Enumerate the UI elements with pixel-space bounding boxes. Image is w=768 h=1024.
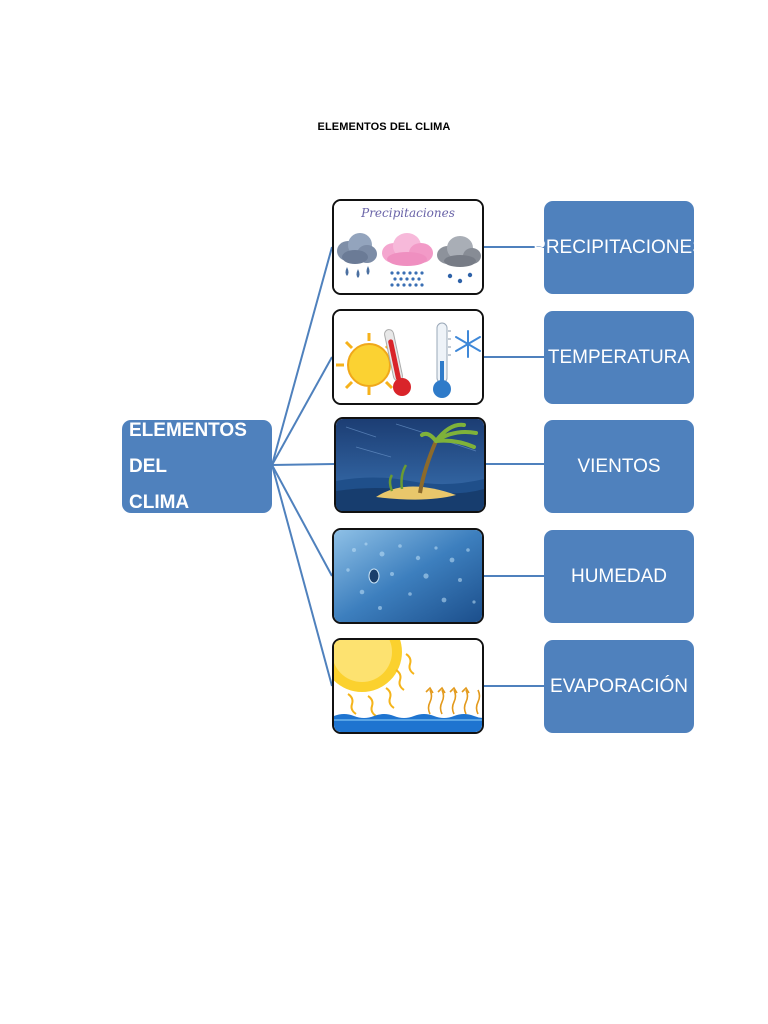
sun-icon: [336, 333, 400, 395]
main-concept-box: ELEMENTOS DEL CLIMA: [122, 420, 272, 513]
connector-main-precipitaciones: [271, 246, 333, 466]
label-box-evaporacion: EVAPORACIÓN: [544, 640, 694, 733]
label-precipitaciones: PRECIPITACIONES: [533, 236, 705, 258]
image-evaporacion: [332, 638, 484, 734]
image-vientos: [334, 417, 486, 513]
connector-main-evaporacion: [271, 464, 333, 687]
hail-cloud-icon: [437, 236, 481, 284]
label-box-humedad: HUMEDAD: [544, 530, 694, 623]
cold-thermometer-icon: [433, 322, 451, 398]
main-concept-line1: ELEMENTOS DEL: [129, 419, 247, 477]
image-precipitaciones: Precipitaciones: [332, 199, 484, 295]
large-droplet: [368, 568, 380, 584]
sun-thermometer-icon: [334, 311, 482, 403]
image-temperatura: [332, 309, 484, 405]
label-box-precipitaciones: PRECIPITACIONES: [533, 201, 705, 294]
label-temperatura: TEMPERATURA: [547, 346, 691, 368]
snowflake-icon: [455, 330, 481, 358]
palm-leaves: [420, 422, 478, 449]
main-concept-line2: CLIMA: [129, 491, 190, 513]
water-surface: [334, 714, 482, 732]
water-droplets-icon: [334, 530, 482, 622]
vapor-arrows-icon: [425, 686, 481, 715]
page-title: ELEMENTOS DEL CLIMA: [317, 121, 451, 133]
label-evaporacion: EVAPORACIÓN: [550, 675, 688, 697]
connector-main-temperatura: [271, 356, 333, 466]
label-humedad: HUMEDAD: [570, 565, 668, 587]
label-box-vientos: VIENTOS: [544, 420, 694, 513]
island: [376, 486, 456, 500]
label-box-temperatura: TEMPERATURA: [544, 311, 694, 404]
snow-cloud-icon: [382, 233, 433, 287]
rain-snow-hail-clouds-icon: Precipitaciones: [334, 201, 482, 293]
sun-icon: [334, 640, 415, 717]
image-humedad: [332, 528, 484, 624]
rain-cloud-icon: [337, 233, 377, 278]
palm-trunk: [418, 440, 438, 494]
connector-main-humedad: [271, 464, 333, 577]
label-vientos: VIENTOS: [577, 455, 661, 477]
hot-thermometer-icon: [384, 329, 411, 396]
sun-evaporation-icon: [334, 640, 482, 732]
image-caption: Precipitaciones: [360, 206, 455, 220]
connector-main-vientos: [271, 463, 335, 466]
windy-island-icon: [336, 419, 484, 511]
